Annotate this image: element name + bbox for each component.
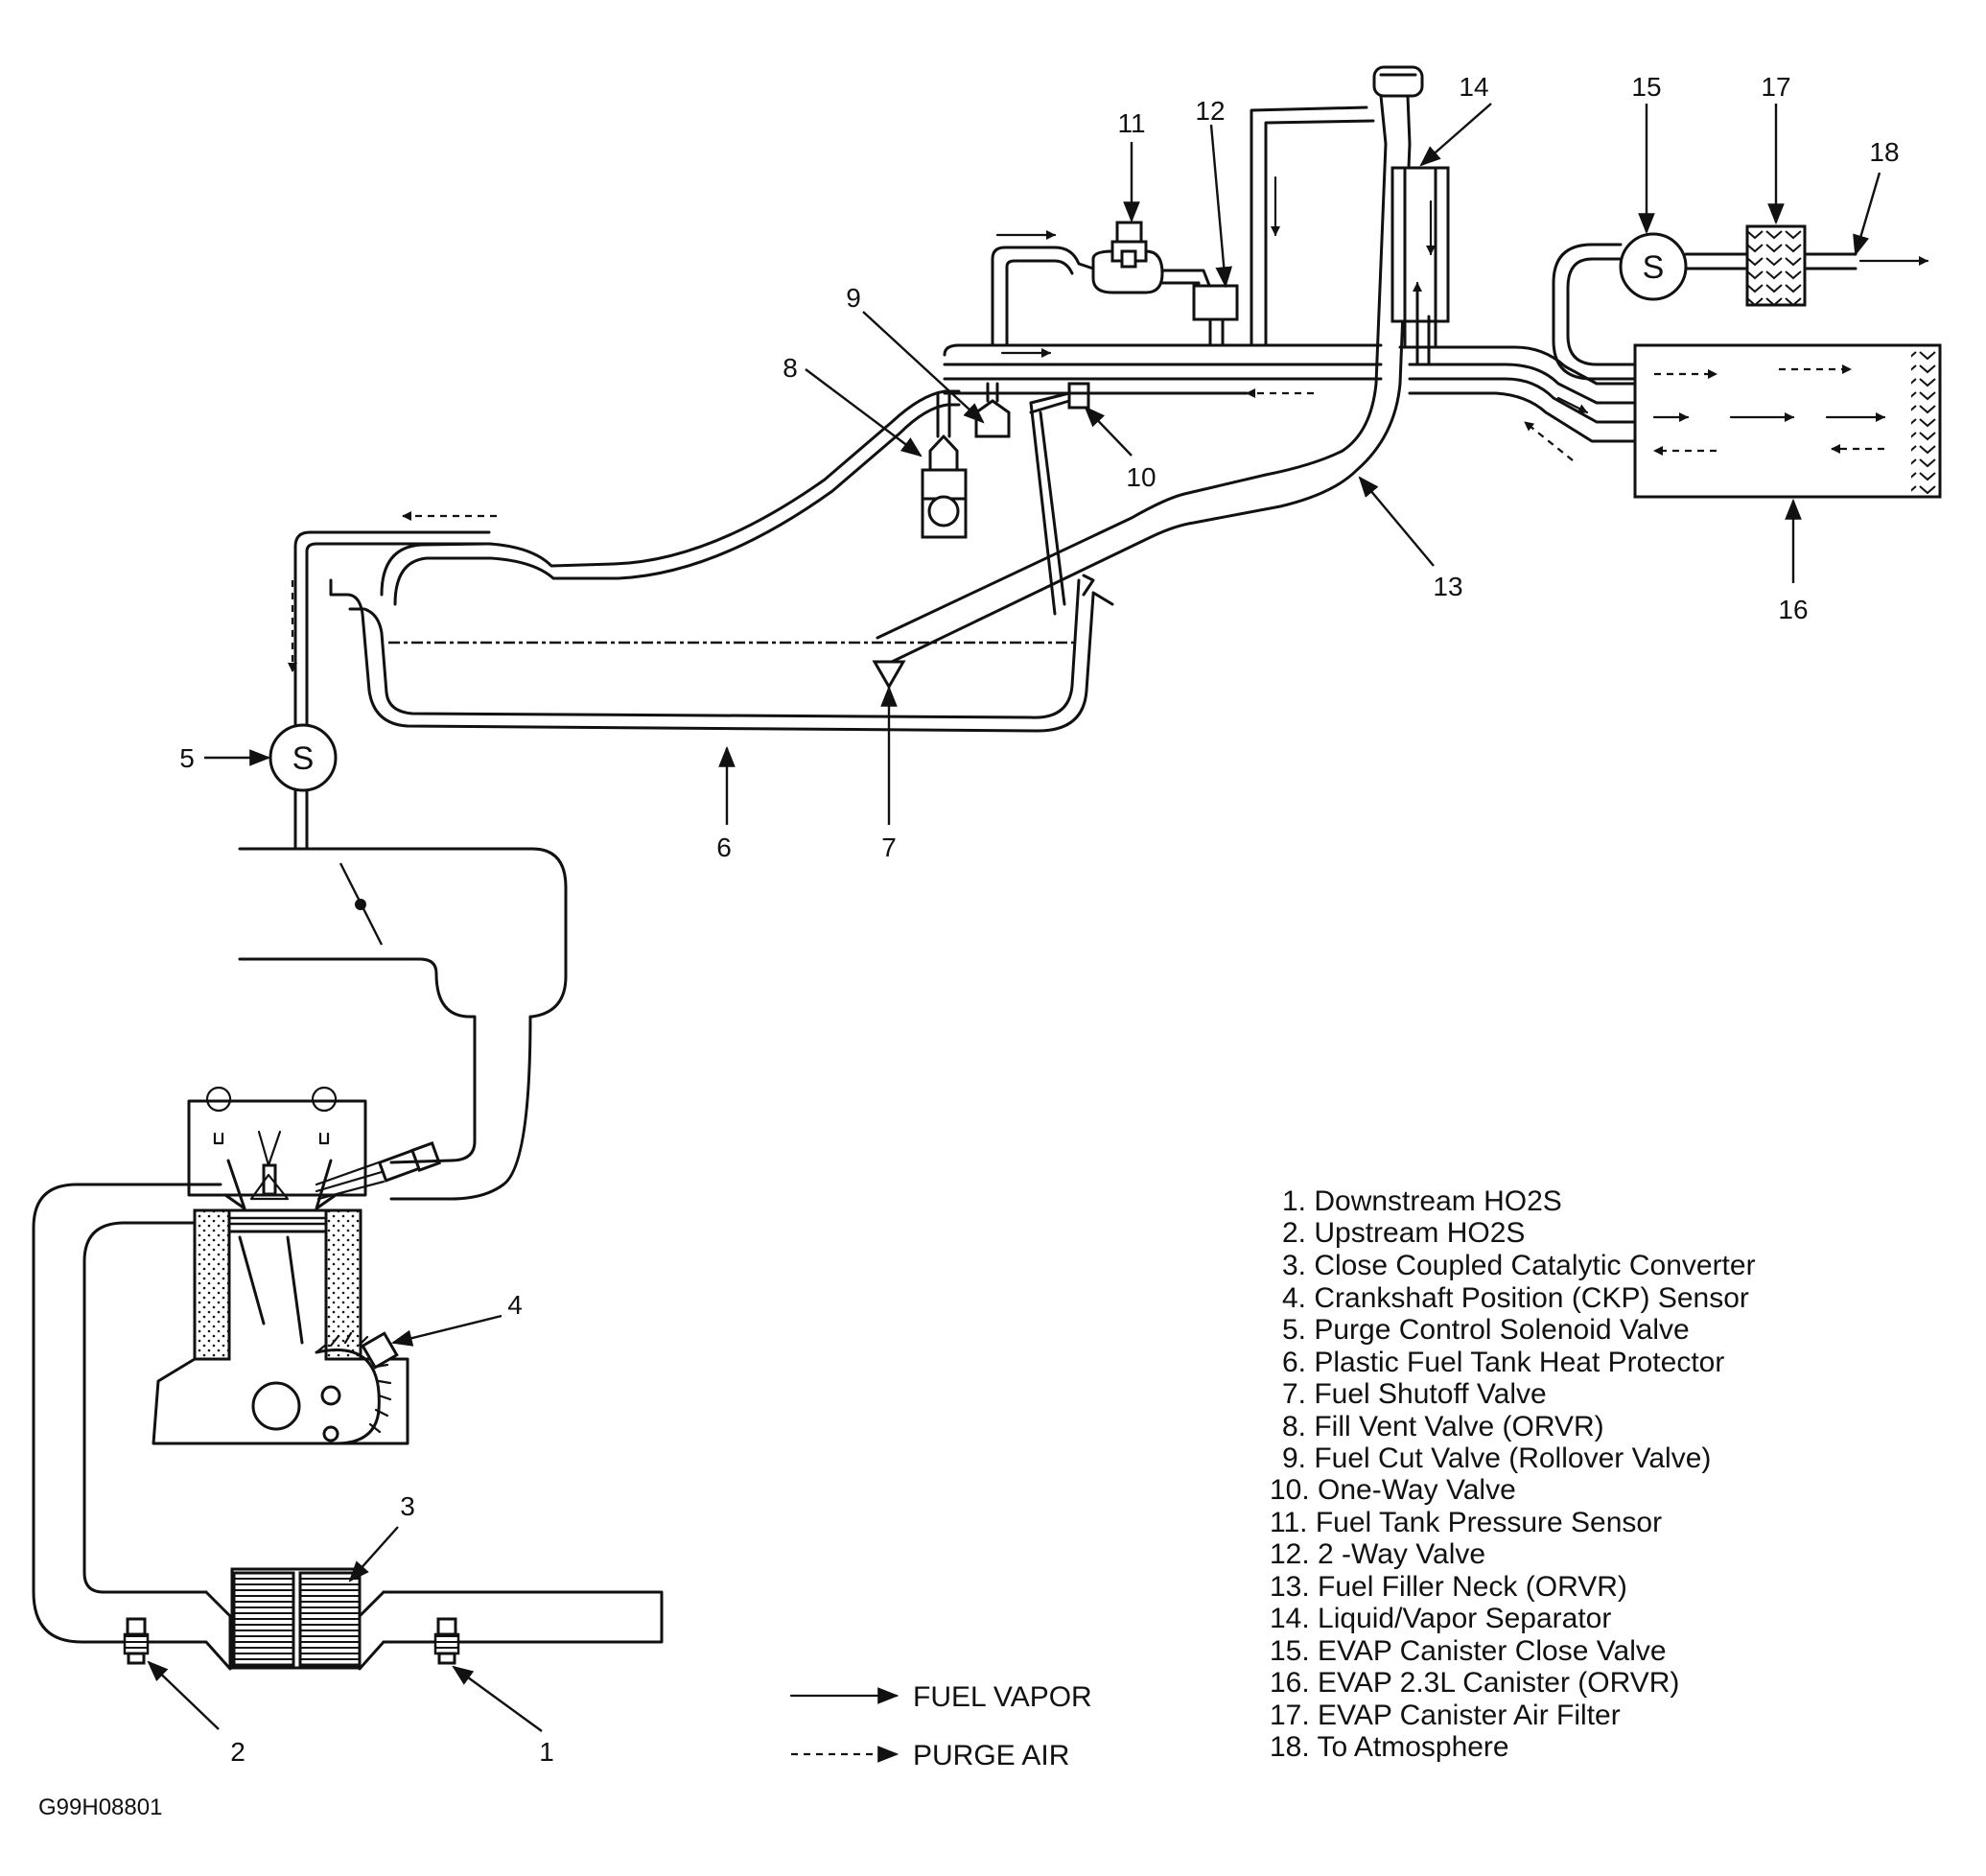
upstream-ho2s-sensor	[123, 1617, 150, 1665]
fuel-injector	[315, 1140, 442, 1201]
callout-9: 9	[846, 283, 861, 313]
callout-7: 7	[881, 832, 897, 862]
fuel-cut-valve	[974, 382, 1011, 438]
engine-cylinder	[152, 1086, 409, 1445]
fuel-shutoff-valve	[872, 660, 906, 691]
line-key: FUEL VAPOR PURGE AIR	[789, 1681, 1092, 1771]
callout-18: 18	[1869, 137, 1899, 167]
vent-line	[1250, 106, 1375, 347]
legend-item: 2. Upstream HO2S	[1282, 1217, 1525, 1249]
fuel-tank-pressure-sensor	[1091, 221, 1164, 294]
legend-item: 12. 2 -Way Valve	[1270, 1538, 1485, 1570]
figure-id: G99H08801	[38, 1794, 162, 1820]
legend-item: 6. Plastic Fuel Tank Heat Protector	[1282, 1347, 1724, 1378]
legend-item: 18. To Atmosphere	[1270, 1731, 1509, 1763]
callout-15: 15	[1631, 72, 1661, 102]
fuel-filler-neck	[876, 65, 1424, 664]
callout-leaders	[147, 103, 1881, 1732]
legend-item: 17. EVAP Canister Air Filter	[1270, 1700, 1621, 1731]
callout-16: 16	[1778, 595, 1808, 624]
callout-10: 10	[1126, 462, 1156, 492]
vapor-lines	[943, 343, 1637, 443]
callout-3: 3	[400, 1491, 415, 1521]
callout-2: 2	[230, 1737, 245, 1767]
callout-4: 4	[507, 1290, 523, 1320]
purge-solenoid-line	[293, 530, 493, 850]
legend-item: 10. One-Way Valve	[1270, 1474, 1516, 1506]
legend-item: 4. Crankshaft Position (CKP) Sensor	[1282, 1282, 1749, 1314]
legend-item: 5. Purge Control Solenoid Valve	[1282, 1314, 1690, 1346]
legend-item: 14. Liquid/Vapor Separator	[1270, 1603, 1611, 1634]
legend-item: 8. Fill Vent Valve (ORVR)	[1282, 1411, 1604, 1442]
evap-canister	[1633, 343, 1942, 499]
legend-item: 13. Fuel Filler Neck (ORVR)	[1270, 1571, 1627, 1603]
callout-17: 17	[1761, 72, 1790, 102]
callout-1: 1	[539, 1737, 554, 1767]
callout-5: 5	[179, 743, 195, 773]
legend-item: 11. Fuel Tank Pressure Sensor	[1270, 1507, 1662, 1538]
fill-vent-valve	[921, 391, 968, 539]
legend-item: 1. Downstream HO2S	[1282, 1185, 1562, 1217]
purge-control-solenoid-valve: S	[269, 723, 338, 792]
callout-14: 14	[1459, 72, 1488, 102]
callout-numbers: 1 2 3 4 5 6 7 8 9 10 11 12 13 14 15 16 1…	[179, 72, 1899, 1767]
solenoid-symbol-5: S	[292, 740, 315, 777]
fuel-tank	[329, 389, 1114, 733]
legend-item: 3. Close Coupled Catalytic Converter	[1282, 1250, 1756, 1281]
component-legend: 1. Downstream HO2S 2. Upstream HO2S 3. C…	[1270, 1185, 1756, 1763]
evap-canister-air-filter	[1745, 224, 1807, 307]
purge-air-arrow	[1524, 421, 1574, 461]
evap-canister-close-valve: S	[1619, 232, 1688, 301]
intake-manifold	[238, 847, 568, 1201]
one-way-valve	[1029, 382, 1090, 616]
catalytic-converter	[232, 1571, 362, 1667]
callout-8: 8	[783, 353, 798, 383]
fuel-vapor-key-label: FUEL VAPOR	[913, 1681, 1092, 1713]
legend-item: 15. EVAP Canister Close Valve	[1270, 1635, 1667, 1667]
two-way-valve	[1192, 284, 1239, 321]
callout-13: 13	[1433, 572, 1462, 601]
downstream-ho2s-sensor	[433, 1617, 460, 1665]
legend-item: 16. EVAP 2.3L Canister (ORVR)	[1270, 1667, 1679, 1699]
callout-11: 11	[1117, 108, 1145, 138]
purge-air-key-label: PURGE AIR	[913, 1740, 1069, 1771]
legend-item: 9. Fuel Cut Valve (Rollover Valve)	[1282, 1442, 1711, 1474]
fuel-vapor-arrow	[1556, 396, 1589, 414]
ckp-sensor	[361, 1331, 399, 1370]
canister-vent-line	[1552, 243, 1857, 381]
liquid-vapor-separator	[1390, 166, 1450, 366]
callout-6: 6	[716, 832, 732, 862]
callout-12: 12	[1195, 96, 1225, 126]
solenoid-symbol-15: S	[1643, 249, 1665, 286]
legend-item: 7. Fuel Shutoff Valve	[1282, 1378, 1547, 1410]
